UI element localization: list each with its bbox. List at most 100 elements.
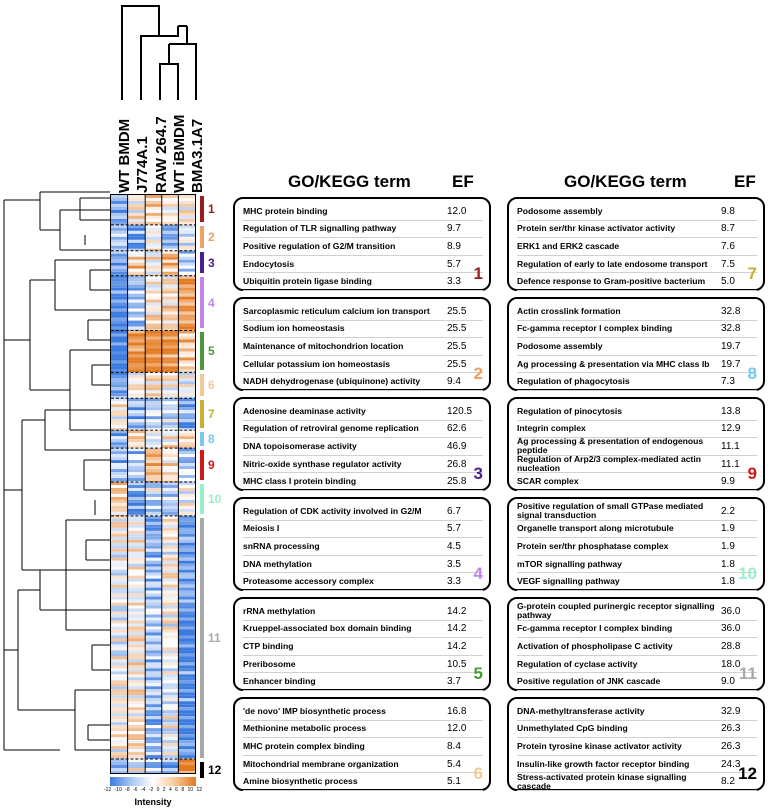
term-header: GO/KEGG term [564,172,687,191]
term-row: NADH dehydrogenase (ubiquinone) activity… [243,373,483,391]
term-ef: 3.7 [447,676,461,688]
cluster-number: 4 [473,564,483,583]
cluster-bar [200,196,204,222]
term-ef: 5.7 [447,523,461,535]
scale-tick: 0 [156,787,160,793]
scale-tick: 2 [162,787,166,793]
scale-tick: -4 [140,787,146,793]
cluster-label: 11 [208,631,221,645]
term-name: Integrin complex [517,423,586,434]
cluster-label: 9 [208,458,215,472]
term-ef: 1.8 [721,558,735,570]
term-ef: 7.6 [721,240,735,252]
term-row: Regulation of early to late endosome tra… [517,256,757,274]
scale-tick: -12 [104,787,112,793]
cluster-bar [200,252,204,273]
term-ef: 13.8 [721,405,741,417]
term-ef: 32.9 [721,705,741,717]
cluster-label: 12 [208,763,222,777]
term-name: Protein ser/thr phosphatase complex [517,540,669,551]
term-row: Stress-activated protein kinase signalli… [517,772,757,791]
cluster-label: 6 [208,378,215,392]
term-name: Sarcoplasmic reticulum calcium ion trans… [243,305,430,316]
term-name: DNA topoisomerase activity [243,440,357,451]
term-ef: 11.1 [721,440,740,452]
scale-tick: 10 [187,787,194,793]
cluster-label: 4 [208,295,215,310]
term-ef: 28.8 [721,640,741,652]
term-row: Nitric-oxide synthase regulator activity… [243,456,483,474]
term-ef: 3.3 [447,576,461,588]
cluster-term-box: G-protein coupled purinergic receptor si… [507,597,765,691]
term-ef: 14.2 [447,640,467,652]
term-name: mTOR signalling pathway [517,558,622,569]
term-name: Regulation of CDK activity involved in G… [243,505,422,516]
term-ef: 9.0 [721,676,735,688]
cluster-number: 6 [473,764,483,783]
term-ef: 25.5 [447,340,467,352]
term-row: Defence response to Gram-positive bacter… [517,273,757,291]
term-ef: 12.0 [447,205,467,217]
term-name: Activation of phospholipase C activity [517,640,673,651]
term-name: snRNA processing [243,540,320,551]
scale-tick: 6 [175,787,178,793]
term-row: Positive regulation of small GTPase medi… [517,502,757,521]
cluster-number: 8 [747,364,757,383]
cluster-number: 5 [473,664,483,683]
cluster-label: 3 [208,255,215,270]
term-name: Regulation of TLR signalling pathway [243,223,397,234]
term-ef: 1.9 [721,540,735,552]
cluster-number: 12 [738,764,757,783]
term-name: SCAR complex [517,476,579,487]
term-ef: 24.3 [721,758,741,770]
term-row: Sarcoplasmic reticulum calcium ion trans… [243,303,483,321]
term-ef: 26.3 [721,723,741,735]
term-row: Activation of phospholipase C activity 28… [517,638,757,656]
term-name: Methionine metabolic process [243,723,367,734]
term-row: Regulation of CDK activity involved in G… [243,503,483,521]
cluster-label: 8 [208,432,215,446]
term-name: Fc-gamma receptor I complex binding [517,623,673,634]
term-name: Cellular potassium ion homeostasis [243,358,391,369]
term-name: Regulation of retroviral genome replicat… [243,423,419,434]
term-ef: 120.5 [447,405,473,417]
cluster-label: 10 [208,492,222,506]
term-name: MHC class I protein binding [243,476,357,487]
term-ef: 19.7 [721,340,741,352]
gene-dendrogram [3,191,110,751]
term-ef: 9.7 [447,223,461,235]
sample-dendrogram [121,5,197,100]
term-name: Preribosome [243,658,296,669]
cluster-bar [200,432,204,446]
term-ef: 32.8 [721,323,741,335]
term-ef: 4.5 [447,540,461,552]
cluster-bar [200,226,204,248]
term-name: Krueppel-associated box domain binding [243,623,412,634]
term-ef: 26.8 [447,458,467,470]
term-name: Protein tyrosine kinase activator activi… [517,740,682,751]
term-ef: 5.7 [447,258,461,270]
term-ef: 8.4 [447,740,461,752]
term-ef: 25.5 [447,305,467,317]
term-row: Regulation of TLR signalling pathway 9.7 [243,221,483,239]
cluster-term-box: Sarcoplasmic reticulum calcium ion trans… [233,297,491,391]
